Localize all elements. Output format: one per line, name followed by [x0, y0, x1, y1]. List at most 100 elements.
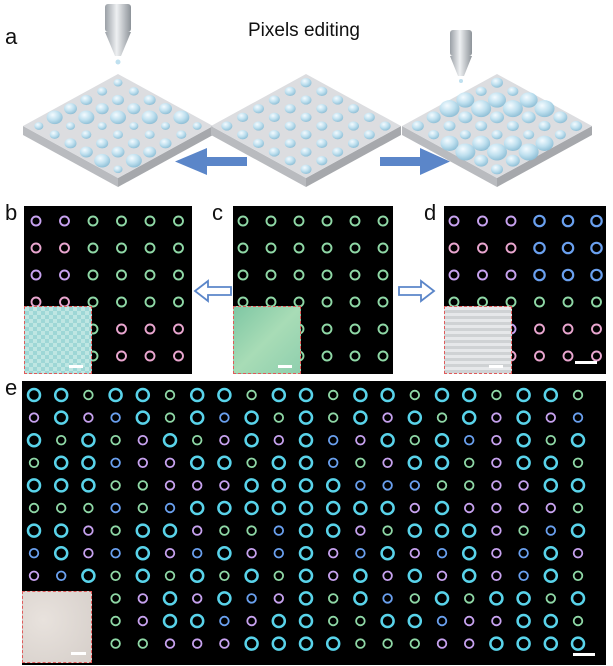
droplet	[300, 129, 312, 140]
droplet	[332, 147, 344, 157]
droplet	[253, 121, 264, 131]
ring-pixel	[409, 502, 421, 514]
ring-pixel	[164, 412, 176, 423]
ring-pixel	[271, 613, 287, 629]
droplet	[34, 122, 44, 130]
droplet	[491, 77, 503, 88]
ring-pixel	[349, 242, 361, 254]
droplet	[300, 164, 312, 175]
ring-pixel	[353, 387, 368, 403]
ring-pixel	[219, 638, 230, 649]
ring-pixel	[409, 547, 421, 559]
ring-pixel	[173, 215, 184, 227]
ring-pixel	[491, 570, 502, 582]
ring-pixel	[491, 457, 502, 469]
ring-pixel	[382, 525, 393, 536]
ring-pixel	[137, 615, 149, 627]
ring-pixel	[191, 480, 203, 491]
ring-pixel	[409, 480, 421, 491]
ring-pixel	[491, 434, 502, 446]
ring-pixel	[271, 387, 287, 403]
ring-pixel	[382, 593, 393, 604]
droplet	[535, 135, 554, 151]
droplet	[112, 94, 124, 106]
droplet	[94, 153, 111, 168]
inset-b	[24, 306, 92, 374]
ring-pixel	[491, 547, 502, 559]
ring-pixel	[265, 242, 277, 254]
ring-pixel	[377, 323, 389, 335]
ring-pixel	[110, 615, 121, 627]
droplet	[268, 112, 280, 123]
ring-pixel	[110, 547, 121, 559]
ring-pixel	[382, 412, 393, 423]
ring-pixel	[572, 389, 584, 401]
droplet	[332, 95, 344, 105]
droplet	[143, 94, 156, 106]
ring-pixel	[273, 412, 285, 423]
ring-pixel	[116, 242, 127, 254]
ring-pixel	[561, 268, 575, 282]
nozzle-icon	[105, 4, 131, 65]
ring-pixel	[144, 296, 156, 308]
droplet	[519, 92, 538, 108]
ring-pixel	[137, 502, 149, 514]
droplet	[80, 94, 93, 106]
ring-pixel	[355, 615, 366, 627]
ring-pixel	[461, 387, 477, 403]
nozzle-icon	[450, 30, 472, 83]
ring-pixel	[219, 434, 230, 446]
ring-pixel	[380, 387, 395, 403]
ring-pixel	[26, 523, 42, 538]
ring-pixel	[543, 613, 559, 629]
ring-pixel	[533, 214, 546, 228]
ring-pixel	[572, 547, 584, 559]
droplet	[506, 120, 519, 132]
ring-pixel	[298, 545, 314, 561]
ring-pixel	[191, 593, 203, 604]
droplet	[64, 103, 77, 115]
droplet	[95, 103, 109, 115]
ring-pixel	[28, 570, 40, 582]
droplet	[192, 122, 202, 130]
ring-pixel	[562, 350, 574, 362]
micrograph-panel-d	[444, 206, 606, 374]
ring-pixel	[244, 636, 259, 651]
ring-pixel	[59, 215, 70, 227]
droplet	[411, 120, 424, 132]
droplet	[129, 122, 139, 130]
droplet	[176, 130, 187, 139]
ring-pixel	[518, 525, 529, 536]
micrograph-panel-c	[233, 206, 393, 374]
droplet	[507, 86, 519, 97]
ring-pixel	[217, 591, 232, 606]
ring-pixel	[516, 591, 531, 606]
ring-pixel	[271, 500, 287, 516]
ring-pixel	[219, 525, 230, 536]
ring-pixel	[217, 500, 232, 516]
ring-pixel	[562, 323, 574, 335]
ring-pixel	[244, 432, 259, 448]
ring-pixel	[380, 500, 395, 516]
ring-pixel	[164, 570, 176, 582]
ring-pixel	[321, 269, 333, 281]
ring-pixel	[273, 593, 285, 604]
ring-pixel	[271, 478, 287, 493]
ring-pixel	[26, 432, 42, 448]
ring-pixel	[110, 434, 121, 446]
ring-pixel	[325, 523, 341, 538]
ring-pixel	[189, 613, 205, 629]
ring-pixel	[189, 568, 205, 584]
ring-pixel	[271, 455, 287, 471]
droplet	[488, 92, 506, 108]
ring-pixel	[534, 350, 545, 362]
ring-pixel	[83, 412, 94, 423]
ring-pixel	[409, 638, 421, 649]
ring-pixel	[409, 389, 421, 401]
ring-pixel	[110, 457, 121, 469]
droplet	[96, 138, 109, 149]
droplet	[502, 100, 523, 118]
ring-pixel	[463, 457, 475, 469]
ring-pixel	[298, 387, 314, 403]
hollow-left-arrow-icon	[193, 279, 232, 303]
